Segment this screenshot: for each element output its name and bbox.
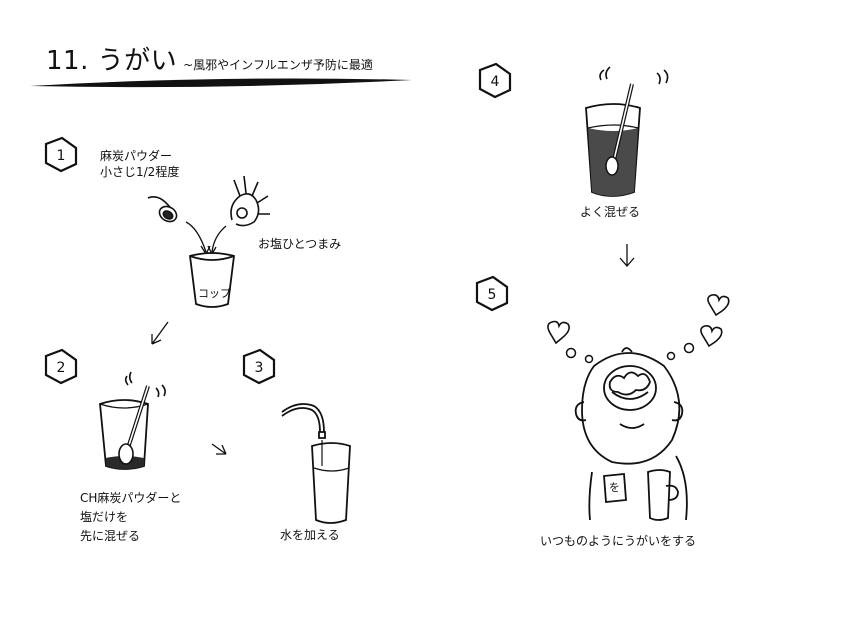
step-1-pour-arrows <box>185 221 227 256</box>
title-main: 11. うがい <box>46 46 178 76</box>
step-1-label-amount: 小さじ1/2程度 <box>100 165 180 179</box>
step-1-number: 1 <box>56 148 66 164</box>
step-1-label-powder: 麻炭パウダー <box>100 149 173 163</box>
arrow-step-2-to-3 <box>211 443 227 455</box>
step-1-cup-drawing <box>189 252 235 308</box>
step-1-label-salt: お塩ひとつまみ <box>258 237 342 251</box>
arrow-step-4-to-5 <box>619 244 635 267</box>
step-2-glass-drawing <box>99 371 166 470</box>
step-5-person-drawing <box>574 347 688 521</box>
step-1-hexagon <box>44 136 78 173</box>
step-1-cup-label: コップ <box>198 287 231 300</box>
step-2-label-line-3: 先に混ぜる <box>80 529 141 543</box>
step-5-hexagon <box>475 275 509 312</box>
step-2-label-line-2: 塩だけを <box>80 510 129 524</box>
step-3-hexagon <box>242 348 276 385</box>
title-subtitle: ~風邪やインフルエンザ予防に最適 <box>183 58 373 72</box>
step-5-hearts <box>547 294 730 348</box>
step-4-label: よく混ぜる <box>580 205 641 219</box>
step-3-faucet-drawing <box>281 403 326 439</box>
arrow-step-1-to-2 <box>151 321 169 345</box>
step-4-hexagon <box>478 62 512 99</box>
step-1-spoon-drawing <box>147 196 178 223</box>
step-3-glass-drawing <box>311 440 351 524</box>
page-title: 11. うがい ~風邪やインフルエンザ予防に最適 <box>46 40 373 77</box>
step-5-number: 5 <box>487 287 497 303</box>
step-2-number: 2 <box>56 360 66 376</box>
step-3-label: 水を加える <box>280 528 340 542</box>
step-2-label-line-1: CH麻炭パウダーと <box>80 491 182 505</box>
step-2-hexagon <box>44 348 78 385</box>
step-1-hand-drawing <box>230 175 270 227</box>
step-4-number: 4 <box>490 74 500 90</box>
step-5-bubbles <box>565 342 695 364</box>
title-underline <box>30 78 412 88</box>
step-4-glass-drawing <box>585 66 669 197</box>
step-3-number: 3 <box>254 360 264 376</box>
step-5-label: いつものようにうがいをする <box>540 534 697 548</box>
step-5-shirt-label: を <box>609 481 620 494</box>
